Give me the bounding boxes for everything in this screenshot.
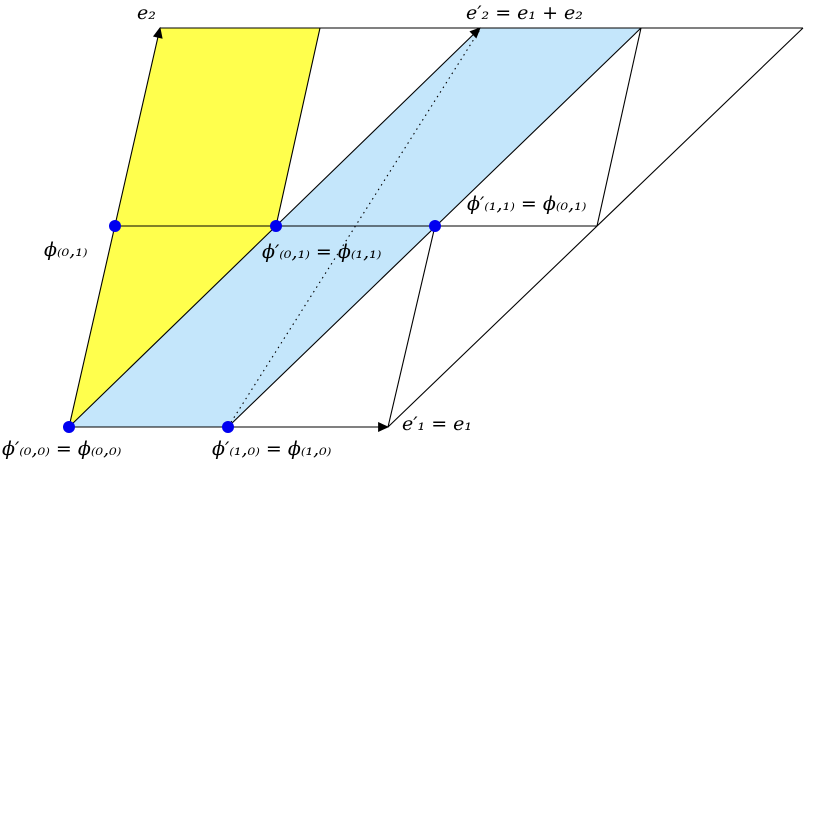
lattice-point-11 (270, 220, 282, 232)
label-phi-prime-01: ϕ′₍₀,₁₎ = ϕ₍₁,₁₎ (262, 241, 382, 263)
label-phi-01: ϕ₍₀,₁₎ (44, 239, 88, 261)
lattice-point-21 (429, 220, 441, 232)
label-phi-prime-11: ϕ′₍₁,₁₎ = ϕ₍₀,₁₎ (467, 193, 587, 215)
blue-fundamental-domain (69, 28, 641, 427)
label-e2-prime: e′₂ = e₁ + e₂ (466, 2, 583, 24)
inner-slanted-line (387, 225, 436, 428)
lattice-point-01 (109, 220, 121, 232)
lattice-point-10 (222, 421, 234, 433)
label-e1-prime: e′₁ = e₁ (402, 413, 472, 435)
lattice-point-00 (63, 421, 75, 433)
yellow-fundamental-domain (69, 28, 320, 427)
mid-diagonal-line (596, 27, 642, 227)
label-phi-prime-10: ϕ′₍₁,₀₎ = ϕ₍₁,₀₎ (212, 438, 332, 460)
label-e2: e₂ (137, 2, 156, 24)
label-phi-prime-00: ϕ′₍₀,₀₎ = ϕ₍₀,₀₎ (2, 438, 122, 460)
right-edge (387, 27, 804, 428)
yellow-right-edge (275, 27, 321, 227)
